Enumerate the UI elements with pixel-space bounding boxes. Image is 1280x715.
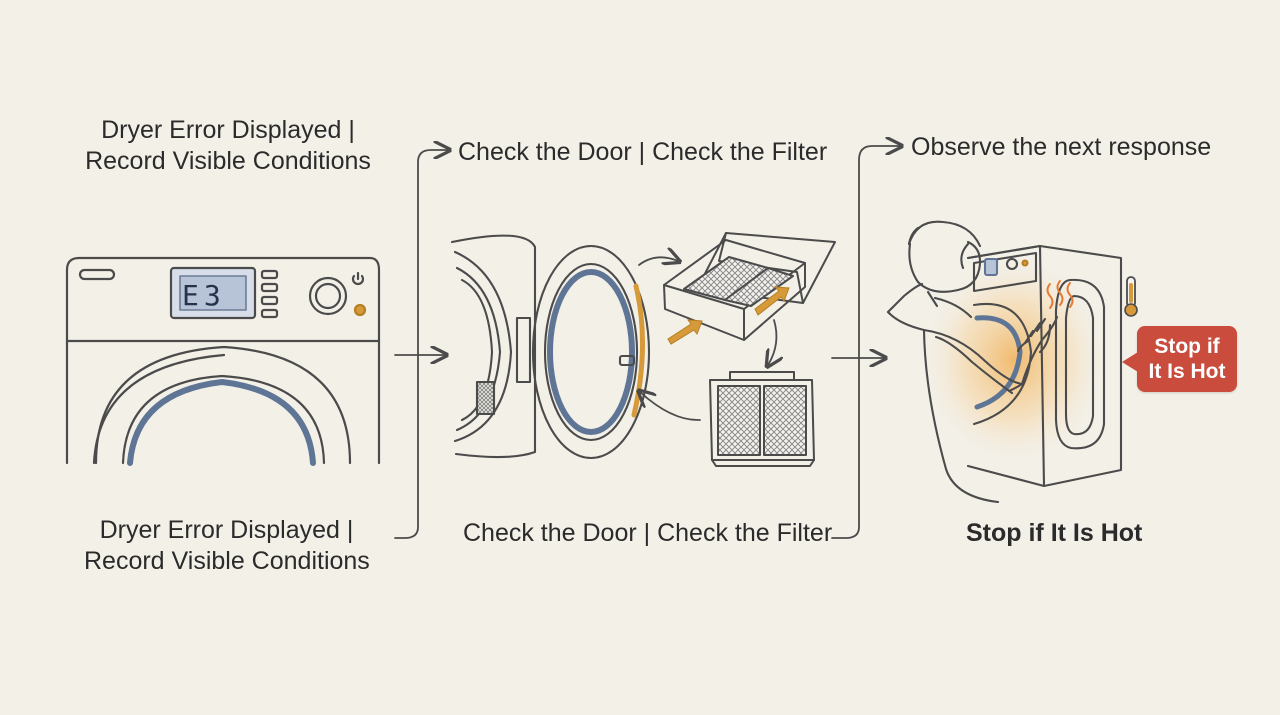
stage2-bottom-label-text: Check the Door | Check the Filter [463, 519, 833, 547]
stage1-bottom-label: Dryer Error Displayed | Record Visible C… [84, 515, 370, 577]
dryer-icon [65, 256, 381, 466]
error-code-display: E3 [182, 279, 226, 312]
stage1-bottom-label-line1: Dryer Error Displayed | [99, 516, 354, 544]
stage1-top-label: Dryer Error Displayed | Record Visible C… [78, 115, 378, 177]
stage2-top-label: Check the Door | Check the Filter [458, 137, 827, 168]
stop-if-hot-badge-line2: It Is Hot [1148, 360, 1226, 383]
stage2-bottom-label: Check the Door | Check the Filter [463, 518, 832, 549]
stage3-bottom-label-text: Stop if It Is Hot [966, 519, 1143, 547]
stage1-top-label-line2: Record Visible Conditions [85, 147, 371, 175]
stage2-top-label-text: Check the Door | Check the Filter [458, 138, 828, 166]
stage3-bottom-label: Stop if It Is Hot [966, 518, 1142, 549]
stage3-top-label-text: Observe the next response [911, 133, 1212, 161]
heat-glow [918, 252, 1110, 468]
stop-if-hot-badge-line1: Stop if [1154, 335, 1220, 358]
lint-filter-icon [663, 232, 836, 467]
stop-if-hot-badge: Stop if It Is Hot [1122, 326, 1237, 392]
filter-motion-arrows [667, 286, 790, 345]
stage3-top-label: Observe the next response [911, 132, 1211, 163]
stage2-curved-arrows [639, 257, 776, 421]
person-icon [886, 220, 1059, 504]
connector-stage2-stage3 [831, 146, 900, 539]
thermometer-icon [1124, 276, 1138, 317]
stage1-bottom-label-line2: Record Visible Conditions [84, 547, 370, 575]
dryer-side-view-icon [966, 244, 1123, 488]
dryer-door-icon [450, 234, 651, 460]
connector-stage1-stage2 [394, 150, 448, 539]
stage1-top-label-line1: Dryer Error Displayed | [101, 116, 355, 144]
heat-icon [1046, 280, 1074, 309]
